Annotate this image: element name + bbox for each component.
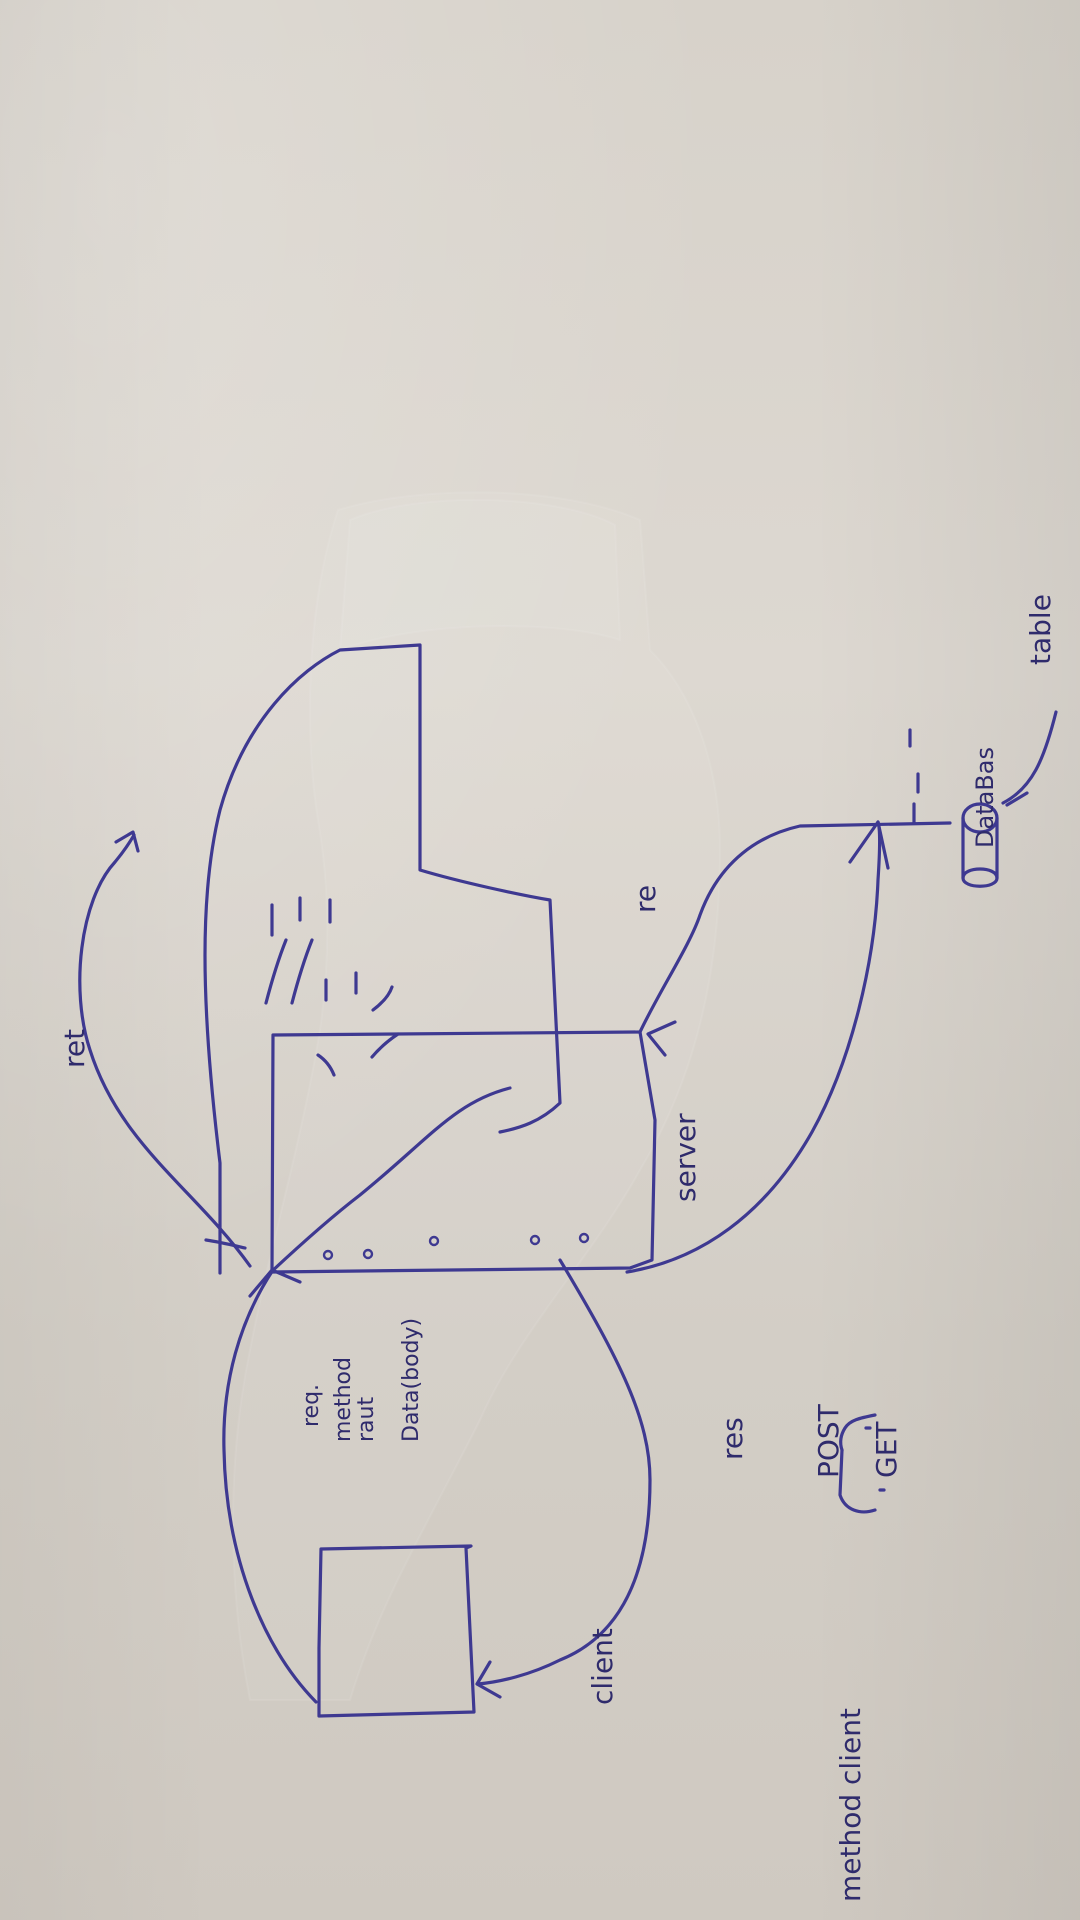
database-bottom-curve — [961, 867, 999, 880]
mini-tick-1 — [370, 1032, 400, 1059]
res-arrow-lower — [268, 1086, 512, 1275]
client-box — [317, 1544, 476, 1718]
req-small-stroke — [204, 1238, 247, 1250]
res-arrow-right — [625, 820, 882, 1274]
method-client-bracket-top — [839, 1413, 877, 1452]
client-request-line — [222, 1268, 318, 1704]
req-label: req. — [299, 1384, 324, 1427]
client-label: client — [586, 1628, 619, 1705]
table-pointer-line — [1001, 710, 1058, 805]
get-label: GET — [870, 1421, 903, 1478]
table-label: table — [1024, 594, 1057, 665]
client-request-arrow — [248, 1268, 302, 1298]
left-dash-2 — [290, 938, 314, 1005]
server-body — [270, 1030, 657, 1274]
db-to-server-arrow — [646, 1020, 677, 1057]
database-label: DataBas — [971, 747, 999, 848]
server-to-client-arrow — [475, 1660, 502, 1699]
res-lower-label: res — [716, 1417, 749, 1460]
left-dash-1 — [264, 938, 288, 1005]
method-label: method — [331, 1357, 356, 1442]
dot-5 — [578, 1232, 590, 1244]
res-upper-label: re — [629, 885, 662, 913]
req-arrow-head — [114, 830, 140, 853]
data-body-label: Data(body) — [399, 1318, 424, 1442]
db-to-server-line — [638, 821, 952, 1034]
res-arrow-right-head — [848, 820, 890, 870]
server-label: server — [669, 1113, 702, 1202]
post-label: POST — [812, 1403, 845, 1478]
dot-3 — [428, 1235, 440, 1247]
server-to-client-line — [476, 1258, 652, 1686]
ret-label: ret — [58, 1029, 91, 1068]
method-client-bracket-side — [838, 1448, 877, 1514]
method-client-label: method client — [834, 1708, 867, 1902]
mini-tick-2 — [371, 985, 394, 1012]
dot-2 — [362, 1248, 374, 1260]
dot-1 — [322, 1249, 334, 1261]
background-object-shadow — [232, 491, 722, 1701]
raut-label: raut — [354, 1397, 379, 1442]
req-arrow-path — [78, 833, 252, 1268]
background-object-top — [338, 498, 622, 652]
dot-4 — [529, 1234, 541, 1246]
database-icon — [961, 802, 999, 888]
left-short-stroke — [316, 1053, 336, 1077]
server-box — [203, 643, 562, 1275]
table-pointer-arrow — [1005, 791, 1029, 807]
